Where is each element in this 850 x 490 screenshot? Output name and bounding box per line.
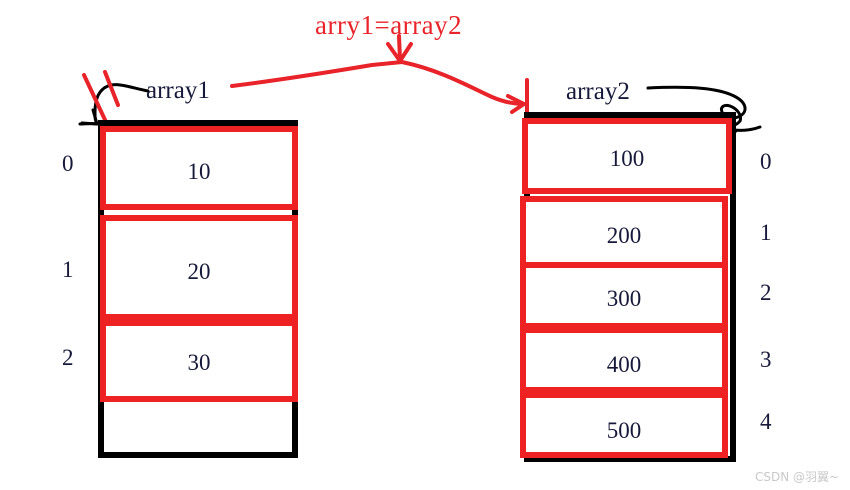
right-array-index-0: 0 [760,149,772,174]
left-array-cell-2-value: 30 [187,350,211,375]
left-array-cell-2: 30 [100,320,298,402]
right-array-cell-1-value: 200 [606,223,642,248]
reassignment-red-connector [230,60,529,120]
right-array-cell-2-value: 300 [606,286,642,311]
left-array-cell-0-value: 10 [187,159,211,184]
right-array-cell-2: 300 [520,262,728,329]
right-array-cell-3: 400 [520,327,728,393]
assignment-note: arry1=array2 [315,10,463,40]
right-array-cell-4: 500 [520,392,728,458]
left-array-name-label: array1 [146,77,210,104]
right-array-name-label: array2 [566,78,630,105]
right-array-index-1: 1 [760,220,772,245]
left-array-cell-1: 20 [100,215,298,320]
left-array-index-1: 1 [62,257,74,282]
left-array-index-2: 2 [62,345,74,370]
right-array-cell-0: 100 [522,118,732,194]
watermark: CSDN @羽翼~ [755,470,840,484]
right-array-cell-4-value: 500 [606,418,642,443]
right-array-cell-3-value: 400 [606,352,642,377]
right-array-index-3: 3 [760,347,772,372]
left-array-empty-slot [104,404,294,454]
right-array-index-2: 2 [760,280,772,305]
left-array-cell-0: 10 [100,126,298,210]
left-array-index-0: 0 [62,151,74,176]
array1-leader-arrow [78,83,150,126]
right-array-cell-0-value: 100 [609,146,645,171]
left-array-cell-1-value: 20 [187,259,211,284]
right-array-cell-1: 200 [520,196,728,268]
right-array-index-4: 4 [760,409,772,434]
array1-strikethrough-marks [82,70,120,124]
